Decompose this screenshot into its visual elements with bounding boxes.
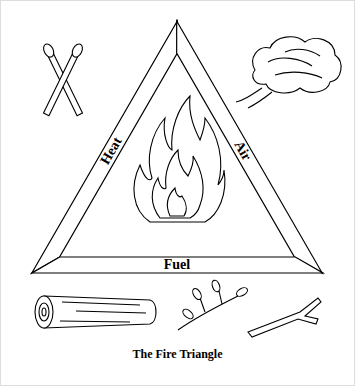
match-symbol xyxy=(42,42,84,116)
bark-lines xyxy=(60,302,146,322)
air-swirl xyxy=(285,49,320,56)
air-swirl xyxy=(275,72,322,78)
twig-symbol xyxy=(178,279,249,330)
log-ring xyxy=(42,308,46,316)
cloud-outline xyxy=(253,37,341,93)
twig-branch xyxy=(178,291,238,330)
stick-symbol xyxy=(248,298,321,337)
log-end xyxy=(35,296,53,328)
match-head xyxy=(70,42,84,59)
band-shape xyxy=(32,257,323,273)
air-swirl xyxy=(268,58,312,66)
triangle-side-band: Fuel xyxy=(32,257,323,273)
figure-caption: The Fire Triangle xyxy=(0,347,355,362)
flame-symbol xyxy=(134,96,225,222)
leaf xyxy=(235,286,249,298)
flame-inner xyxy=(152,150,203,218)
log-symbol xyxy=(35,296,156,328)
log-body xyxy=(44,296,156,328)
match-symbol xyxy=(42,42,84,116)
flame-core xyxy=(168,188,187,216)
leaf xyxy=(211,279,222,293)
match-head xyxy=(42,42,56,59)
wind-line xyxy=(248,92,272,108)
leaf xyxy=(191,287,203,301)
band-shape xyxy=(163,20,322,280)
band-shape xyxy=(32,20,191,280)
log-ring xyxy=(39,303,49,321)
leaf xyxy=(181,307,195,320)
air-symbol xyxy=(236,37,341,108)
wind-line xyxy=(236,88,262,102)
flame-outline xyxy=(134,96,225,222)
match-stick xyxy=(44,52,79,116)
side-label: Fuel xyxy=(32,257,323,273)
